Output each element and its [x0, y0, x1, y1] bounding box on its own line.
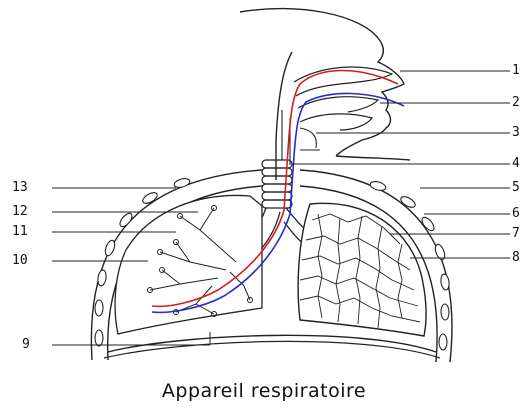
head-outline: [240, 9, 404, 156]
left-lung-outline: [115, 195, 262, 334]
chin-neck: [336, 156, 410, 160]
label-12: 12: [12, 205, 28, 219]
label-2: 2: [512, 96, 520, 110]
label-13: 13: [12, 181, 28, 195]
label-7: 7: [512, 227, 520, 241]
label-8: 8: [512, 251, 520, 265]
label-1: 1: [512, 64, 520, 78]
label-5: 5: [512, 181, 520, 195]
right-lung-outline: [298, 203, 426, 336]
label-4: 4: [512, 157, 520, 171]
label-6: 6: [512, 207, 520, 221]
label-9: 9: [22, 338, 30, 352]
mouth-palate: [298, 97, 378, 112]
label-3: 3: [512, 126, 520, 140]
label-11: 11: [12, 225, 28, 239]
nasal-cavity: [294, 67, 392, 96]
tongue: [300, 114, 372, 130]
diagram-caption: Appareil respiratoire: [0, 380, 528, 402]
epiglottis: [300, 128, 320, 150]
label-10: 10: [12, 254, 28, 268]
